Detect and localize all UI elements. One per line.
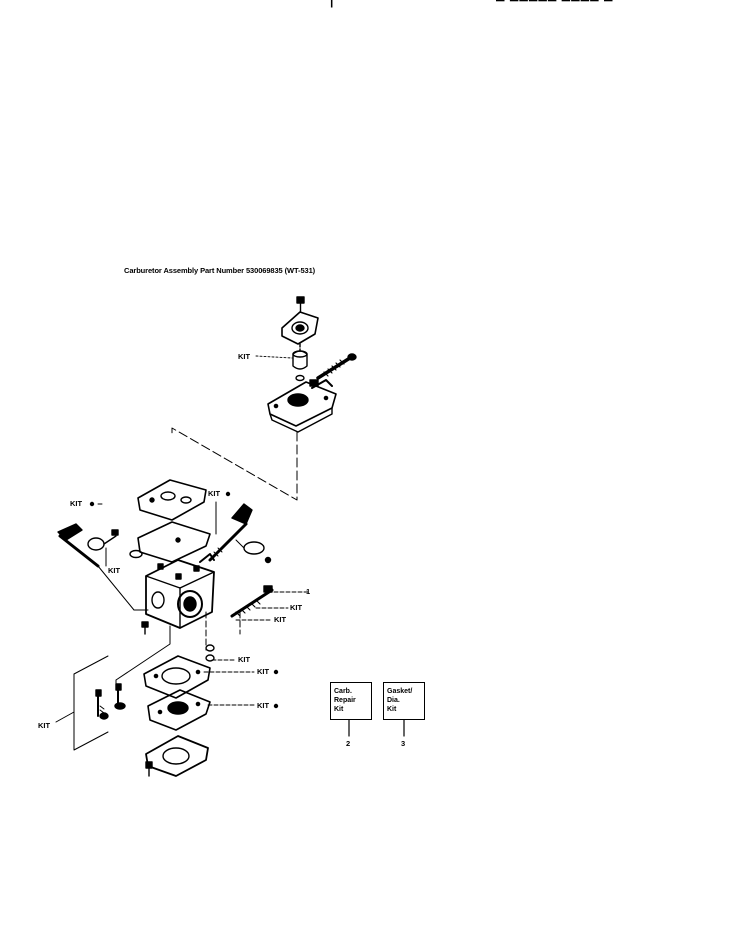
kit-number-2: 2	[346, 739, 351, 748]
metering-gasket	[143, 655, 211, 699]
needle-valve	[205, 644, 215, 662]
top-edge-fragment-a: |	[330, 0, 335, 8]
kit-box-line: Carb.	[334, 688, 352, 695]
adjust-needle	[230, 585, 274, 618]
kit-box-line: Kit	[387, 706, 397, 713]
callout-top-kit: KIT	[238, 352, 251, 361]
kit-box-line: Gasket/	[387, 688, 413, 695]
carburetor-body	[145, 553, 215, 629]
small-oring	[295, 374, 305, 382]
top-edge-fragment-b: ▀ ▀▀▀▀▀ ▀▀▀▀ ▀	[496, 0, 614, 8]
kit-box-line: Kit	[334, 706, 344, 713]
seal-ring	[129, 549, 143, 559]
body-screw	[141, 621, 149, 635]
inlet-flange	[281, 311, 319, 345]
callout-lower-kit-b: KIT	[257, 667, 270, 676]
top-screw	[296, 296, 305, 313]
callout-left-kit-mid: KIT	[108, 566, 121, 575]
callout-right-kit-a: KIT	[290, 603, 303, 612]
metering-lever-parts	[95, 683, 126, 720]
pump-cover	[267, 379, 337, 433]
kit-box-gasket-dia: Gasket/ Dia. Kit	[383, 682, 425, 720]
callout-lower-kit-a: KIT	[238, 655, 251, 664]
throttle-plate	[87, 529, 119, 551]
callout-ref-1: 1	[306, 587, 311, 596]
callout-lower-kit-c: KIT	[257, 701, 270, 710]
diagram-title: Carburetor Assembly Part Number 53006983…	[124, 266, 316, 275]
inlet-filter	[292, 350, 308, 370]
choke-lever	[208, 503, 272, 564]
metering-cover	[145, 735, 209, 777]
kit-box-line: Repair	[334, 697, 356, 704]
callout-left-kit-upper: KIT	[70, 499, 83, 508]
kit-number-3: 3	[401, 739, 406, 748]
throttle-shaft	[57, 523, 149, 611]
callout-far-left-kit: KIT	[38, 721, 51, 730]
callout-center-kit: KIT	[208, 489, 221, 498]
kit-box-line: Dia.	[387, 697, 400, 704]
upper-gasket	[137, 479, 207, 521]
kit-box-carb-repair: Carb. Repair Kit	[330, 682, 372, 720]
metering-diaphragm	[147, 689, 211, 731]
pump-diaphragm	[137, 521, 211, 563]
callout-right-kit-b: KIT	[274, 615, 287, 624]
adjust-screw-top	[316, 353, 357, 380]
